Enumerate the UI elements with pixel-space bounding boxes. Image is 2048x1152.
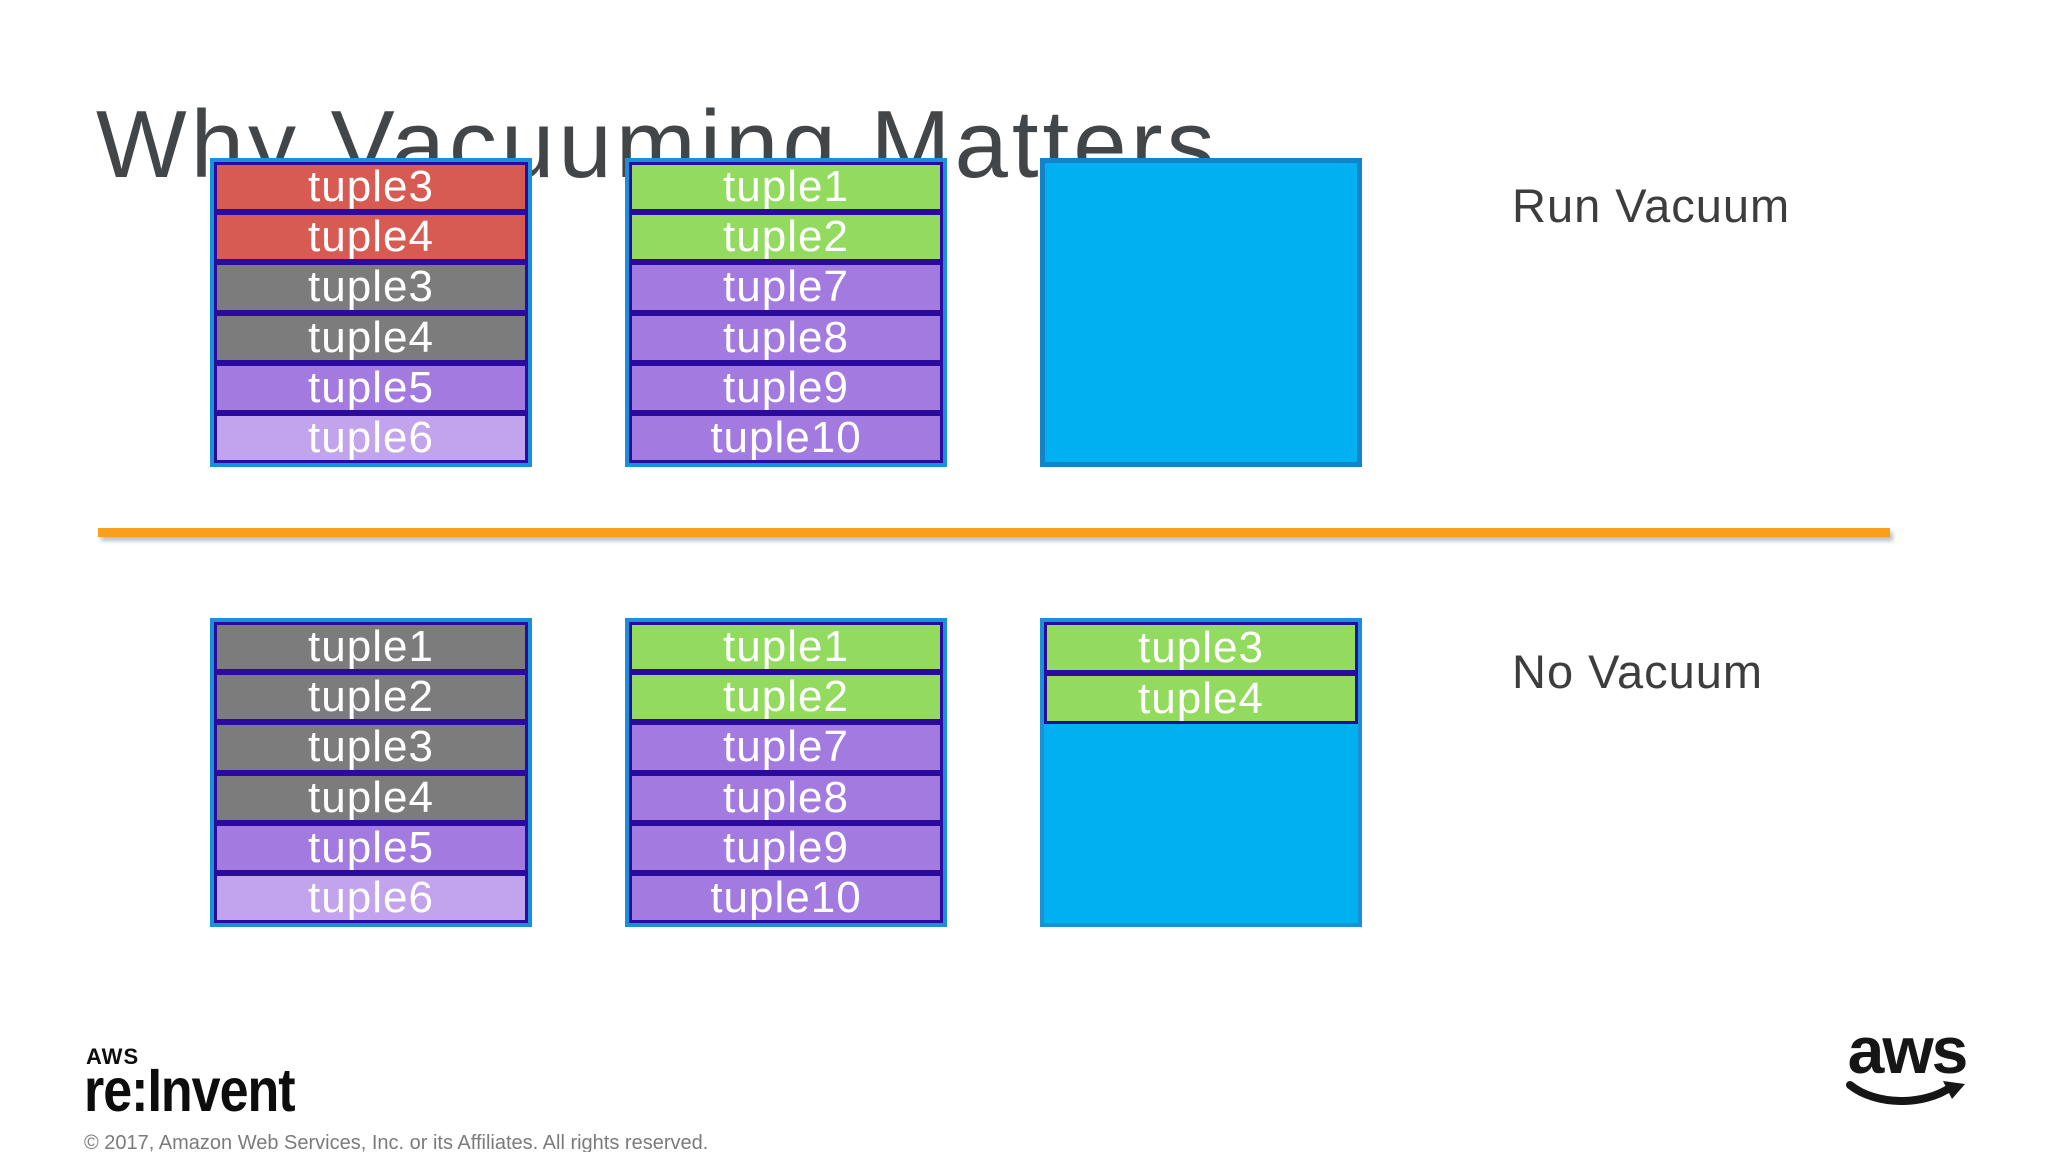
tuple-label: tuple9: [723, 362, 849, 412]
aws-smile-logo: aws: [1846, 1013, 1969, 1112]
tuple-label: tuple2: [308, 672, 434, 722]
page-block: [1040, 158, 1362, 467]
copyright-text: © 2017, Amazon Web Services, Inc. or its…: [84, 1132, 709, 1152]
tuple-row: tuple3: [214, 722, 528, 773]
tuple-row: tuple5: [214, 362, 528, 413]
tuple-label: tuple4: [308, 772, 434, 822]
tuple-label: tuple1: [308, 622, 434, 672]
tuple-label: tuple3: [308, 722, 434, 772]
tuple-row: tuple4: [214, 312, 528, 363]
tuple-label: tuple2: [723, 212, 849, 262]
orange-divider: [98, 528, 1890, 537]
tuple-label: tuple4: [308, 312, 434, 362]
tuple-label: tuple5: [308, 362, 434, 412]
tuple-label: tuple7: [723, 722, 849, 772]
tuple-label: tuple3: [308, 262, 434, 312]
tuple-label: tuple6: [308, 872, 434, 922]
tuple-label: tuple10: [710, 412, 862, 462]
tuple-row: tuple1: [629, 162, 943, 213]
reinvent-logo-aws-text: AWS: [86, 1044, 140, 1069]
tuple-row: tuple8: [629, 312, 943, 363]
tuple-label: tuple3: [1138, 622, 1264, 672]
tuple-row: tuple7: [629, 262, 943, 313]
reinvent-logo: AWS re:Invent: [84, 1044, 296, 1122]
tuple-row: tuple6: [214, 412, 528, 464]
tuple-row: tuple3: [1044, 622, 1358, 673]
tuple-row: tuple7: [629, 722, 943, 773]
tuple-label: tuple10: [710, 872, 862, 922]
tuple-label: tuple1: [723, 162, 849, 212]
tuple-label: tuple7: [723, 262, 849, 312]
tuple-row: tuple1: [214, 622, 528, 673]
no-vacuum-label: No Vacuum: [1512, 645, 1764, 698]
run-vacuum-label: Run Vacuum: [1512, 179, 1791, 232]
tuple-label: tuple6: [308, 412, 434, 462]
tuple-row: tuple9: [629, 822, 943, 873]
tuple-row: tuple8: [629, 772, 943, 823]
tuple-label: tuple3: [308, 162, 434, 212]
tuple-row: tuple2: [629, 672, 943, 723]
tuple-row: tuple9: [629, 362, 943, 413]
tuple-row: tuple4: [214, 772, 528, 823]
tuple-row: tuple4: [1044, 673, 1358, 724]
aws-smile-icon: [1846, 1081, 1965, 1106]
tuple-label: tuple8: [723, 772, 849, 822]
tuple-label: tuple4: [1138, 673, 1264, 723]
tuple-row: tuple3: [214, 162, 528, 213]
tuple-row: tuple2: [214, 672, 528, 723]
tuple-row: tuple1: [629, 622, 943, 673]
tuple-label: tuple8: [723, 312, 849, 362]
tuple-row: tuple2: [629, 212, 943, 263]
tuple-row: tuple4: [214, 212, 528, 263]
free-space: [1044, 724, 1358, 923]
tuple-row: tuple5: [214, 822, 528, 873]
tuple-row: tuple10: [629, 412, 943, 464]
tuple-label: tuple5: [308, 822, 434, 872]
tuple-label: tuple9: [723, 822, 849, 872]
reinvent-logo-main-text: re:Invent: [84, 1056, 296, 1126]
tuple-row: tuple10: [629, 872, 943, 924]
tuple-label: tuple1: [723, 622, 849, 672]
tuple-row: tuple3: [214, 262, 528, 313]
aws-wordmark-text: aws: [1847, 1013, 1969, 1087]
tuple-row: tuple6: [214, 872, 528, 924]
tuple-label: tuple4: [308, 212, 434, 262]
tuple-label: tuple2: [723, 672, 849, 722]
